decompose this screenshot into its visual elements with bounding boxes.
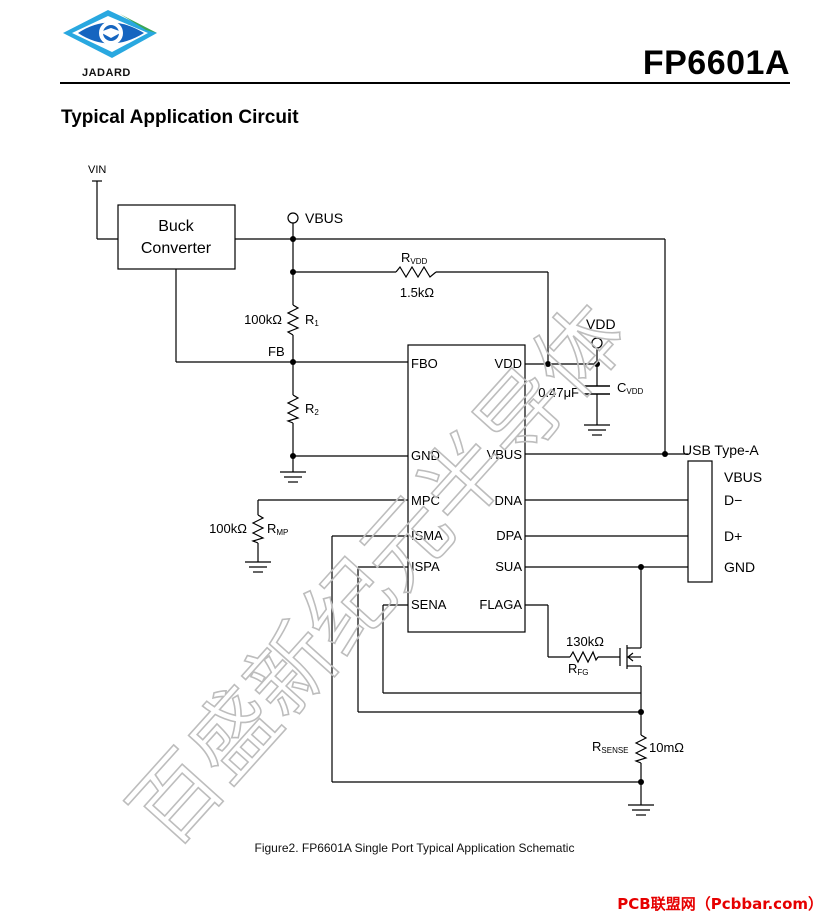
usb-pin-dminus: D− (724, 492, 742, 508)
buck-converter-block (117, 204, 236, 270)
resistor-rfg (569, 650, 599, 664)
section-title: Typical Application Circuit (61, 107, 299, 128)
ground-symbol-rmp (245, 561, 271, 573)
pin-fbo: FBO (411, 356, 438, 371)
junction-dots (290, 236, 668, 785)
rmp-label: RMP (267, 521, 288, 537)
rfg-label: RFG (568, 661, 589, 677)
ground-symbol-r2 (280, 456, 306, 483)
usb-title: USB Type-A (682, 442, 759, 458)
r1-label: R1 (305, 312, 319, 328)
usb-connector (687, 460, 713, 583)
cvdd-value: 0.47μF (538, 385, 579, 400)
header-divider (60, 82, 790, 84)
resistor-r2 (286, 394, 300, 424)
rsense-value: 10mΩ (649, 740, 684, 755)
part-number: FP6601A (642, 44, 790, 82)
capacitor-cvdd (584, 385, 610, 395)
pin-vbus: VBUS (487, 447, 523, 462)
pin-dpa: DPA (496, 528, 522, 543)
buck-label-line2: Converter (141, 240, 212, 257)
ground-symbol-cvdd (584, 424, 610, 436)
vin-label: VIN (88, 164, 106, 176)
ground-symbol-sense (628, 804, 654, 816)
pin-sua: SUA (495, 559, 522, 574)
brand-name: JADARD (82, 67, 131, 79)
pin-vdd: VDD (495, 356, 522, 371)
usb-pin-vbus: VBUS (724, 469, 762, 485)
rmp-value: 100kΩ (209, 521, 247, 536)
vbus-terminal (287, 212, 299, 224)
buck-label-line1: Buck (158, 218, 195, 235)
vdd-terminal (591, 337, 603, 349)
rvdd-value: 1.5kΩ (400, 285, 435, 300)
pin-sena: SENA (411, 597, 447, 612)
pin-gnd: GND (411, 448, 440, 463)
company-logo (63, 10, 157, 58)
r2-label: R2 (305, 401, 319, 417)
resistor-rsense (634, 734, 648, 764)
rfg-value: 130kΩ (566, 634, 604, 649)
pin-dna: DNA (495, 493, 523, 508)
resistor-rmp (251, 514, 265, 544)
resistor-rvdd (395, 265, 437, 279)
ic-left-pin-labels: FBO GND MPC ISMA ISPA SENA (411, 356, 447, 612)
ic-right-pin-labels: VDD VBUS DNA DPA SUA FLAGA (479, 356, 522, 612)
fb-label: FB (268, 344, 285, 359)
watermark: 百盛新纪元半导体 (113, 287, 645, 863)
vdd-terminal-label: VDD (586, 316, 616, 332)
r1-value: 100kΩ (244, 312, 282, 327)
usb-pin-dplus: D+ (724, 528, 742, 544)
cvdd-label: CVDD (617, 380, 644, 396)
usb-pin-gnd: GND (724, 559, 755, 575)
resistor-r1 (286, 304, 300, 336)
figure-caption: Figure2. FP6601A Single Port Typical App… (254, 841, 575, 855)
rsense-label: RSENSE (592, 739, 629, 755)
footer-credit: PCB联盟网（Pcbbar.com） (617, 895, 823, 913)
pin-mpc: MPC (411, 493, 440, 508)
vbus-node-label: VBUS (305, 210, 343, 226)
pin-ispa: ISPA (411, 559, 440, 574)
pin-isma: ISMA (411, 528, 443, 543)
mosfet (619, 645, 641, 669)
ic-body (407, 344, 526, 633)
rvdd-label: RVDD (401, 250, 428, 266)
pin-flaga: FLAGA (479, 597, 522, 612)
schematic-wires (92, 180, 688, 805)
